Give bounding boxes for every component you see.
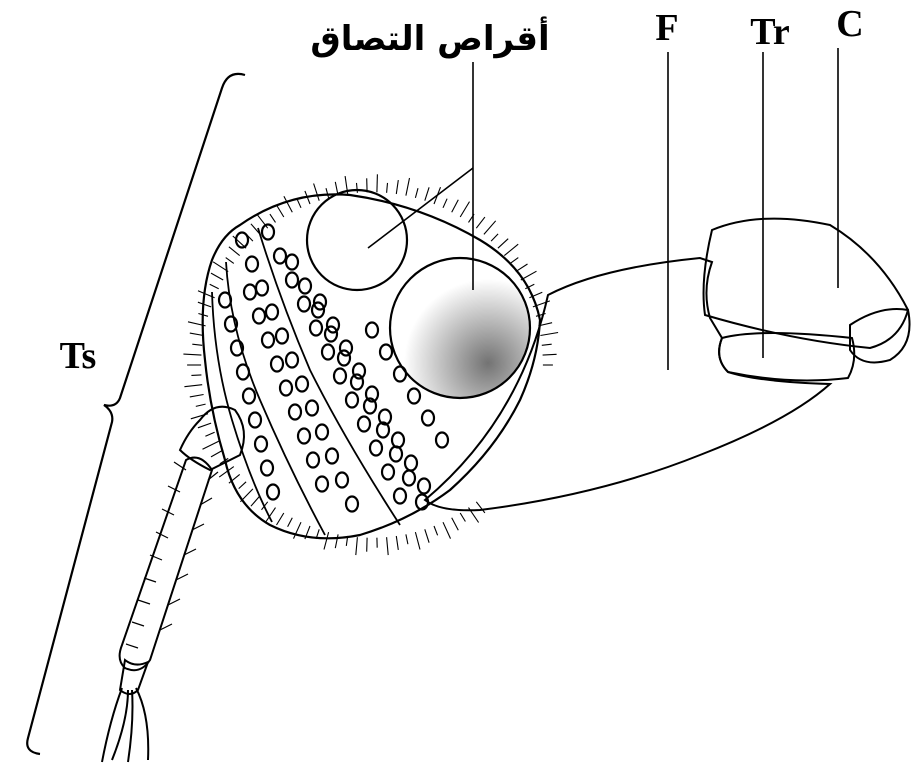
tarsal-segment-2: [120, 660, 148, 694]
trochanter: [719, 333, 854, 380]
label-adhesive-discs: أقراص التصاق: [310, 16, 549, 59]
label-femur: F: [655, 7, 678, 49]
adhesive-disc-small: [307, 190, 407, 290]
label-trochanter: Tr: [750, 11, 790, 53]
coxa-joint: [850, 309, 910, 362]
tibia: [180, 407, 244, 470]
coxa: [704, 219, 908, 348]
claws: [102, 688, 148, 762]
label-tarsus: Ts: [60, 335, 97, 377]
tarsus-hairs: [126, 462, 218, 648]
adhesive-disc-large-shade: [390, 258, 530, 398]
tarsal-segment-1: [120, 458, 212, 671]
label-coxa: C: [836, 3, 863, 45]
pad-ridge-1: [258, 228, 400, 525]
